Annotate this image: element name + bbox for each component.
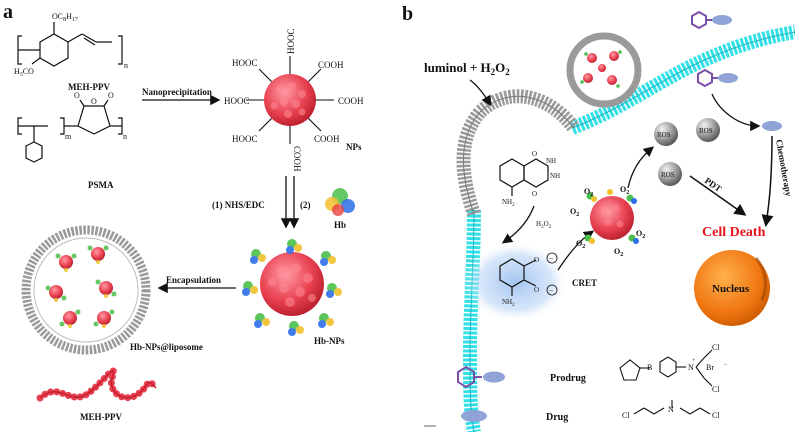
svg-text:COOH: COOH — [292, 146, 302, 172]
ros-generation-arrow — [627, 146, 654, 189]
step2b-label: (2) — [300, 200, 311, 210]
svg-text:−: − — [549, 254, 554, 263]
svg-text:Cl: Cl — [712, 385, 720, 394]
legend-prodrug-icon — [457, 365, 505, 389]
hb-nps-label: Hb-NPs — [314, 336, 345, 346]
svg-text:O2: O2 — [570, 207, 579, 218]
svg-text:ROS: ROS — [699, 127, 713, 135]
pdt-arrow — [689, 175, 747, 216]
encapsulation-label: Encapsulation — [166, 275, 221, 285]
nucleus-label: Nucleus — [712, 283, 750, 295]
np-cooh — [246, 56, 334, 144]
hb-label: Hb — [334, 220, 346, 230]
svg-text:HOOC: HOOC — [232, 58, 258, 68]
luminol-molecule — [499, 158, 549, 196]
prodrug-icon-top — [691, 10, 732, 30]
svg-text:O2: O2 — [576, 239, 585, 250]
svg-text:H3CO: H3CO — [14, 67, 34, 78]
svg-text:N: N — [688, 363, 694, 372]
h2o2-arrow — [501, 205, 535, 244]
prodrug-icon-membrane — [697, 68, 738, 88]
svg-text:HOOC: HOOC — [286, 28, 296, 54]
np-sphere — [264, 74, 316, 126]
nps-label: NPs — [346, 142, 362, 152]
svg-text:O: O — [532, 190, 537, 198]
drug-icon-released — [762, 121, 782, 131]
svg-text:O: O — [108, 91, 114, 100]
svg-text:Br: Br — [706, 363, 714, 372]
svg-text:COOH: COOH — [318, 60, 344, 70]
small-liposome — [566, 32, 642, 108]
legend-prodrug-label: Prodrug — [550, 373, 586, 384]
svg-text:N: N — [668, 405, 674, 414]
svg-text:O2: O2 — [636, 229, 645, 240]
meh-ppv-structure — [17, 22, 123, 67]
panel-a-letter: a — [3, 1, 13, 23]
svg-text:n: n — [124, 61, 128, 70]
cell-death-label: Cell Death — [702, 225, 766, 240]
nhs-edc-label: (1) NHS/EDC — [212, 200, 265, 210]
svg-text:OC8H17: OC8H17 — [52, 12, 78, 23]
cret-label: CRET — [572, 278, 597, 288]
svg-text:NH2: NH2 — [502, 298, 515, 308]
svg-text:Cl: Cl — [712, 343, 720, 352]
meh-ppv-label: MEH-PPV — [68, 82, 110, 92]
svg-text:Cl: Cl — [712, 411, 720, 420]
svg-text:O: O — [74, 91, 80, 100]
activation-arrow — [711, 93, 761, 132]
svg-text:HOOC: HOOC — [224, 96, 250, 106]
svg-text:HOOC: HOOC — [232, 134, 258, 144]
ros-spheres — [654, 118, 720, 186]
svg-text:O: O — [534, 256, 539, 264]
nanoprecipitation-label: Nanoprecipitation — [142, 87, 212, 97]
chemiluminescence-glow — [464, 242, 568, 322]
svg-text:O: O — [532, 150, 537, 158]
hb-protein-icon — [325, 188, 355, 216]
svg-text:O2: O2 — [614, 247, 623, 258]
svg-text:B: B — [647, 363, 652, 372]
svg-text:−: − — [724, 362, 728, 368]
aminophthalate-molecule — [499, 258, 537, 296]
svg-text:NH: NH — [546, 157, 556, 165]
luminol-arrow — [469, 79, 492, 107]
svg-text:O: O — [534, 286, 539, 294]
hb-nps-liposome-label: Hb-NPs@liposome — [130, 342, 203, 352]
svg-text:ROS: ROS — [657, 131, 671, 139]
svg-text:O: O — [91, 97, 97, 106]
psma-label: PSMA — [88, 180, 114, 190]
legend-drug-label: Drug — [546, 412, 568, 423]
svg-text:+: + — [692, 358, 696, 364]
svg-text:O2: O2 — [584, 187, 593, 198]
svg-text:NH: NH — [550, 172, 560, 180]
hb-np — [242, 239, 342, 336]
svg-text:Cl: Cl — [622, 411, 630, 420]
svg-text:m: m — [65, 132, 72, 141]
prodrug-structure — [619, 349, 713, 387]
drug-structure — [633, 400, 711, 415]
legend-drug-icon — [461, 410, 487, 422]
svg-text:n: n — [123, 132, 127, 141]
svg-text:COOH: COOH — [338, 96, 364, 106]
cret-arrow — [557, 230, 595, 271]
svg-text:O2: O2 — [620, 185, 629, 196]
svg-text:COOH: COOH — [314, 134, 340, 144]
svg-text:ROS: ROS — [661, 171, 675, 179]
chemotherapy-arrow — [761, 135, 774, 227]
intracellular-hb-np — [584, 189, 639, 244]
psma-structure — [17, 99, 123, 163]
svg-text:−: − — [549, 286, 554, 295]
h2o2-label: H2O2 — [536, 220, 552, 230]
svg-text:NH2: NH2 — [502, 198, 515, 208]
meh-ppv-chain-label: MEH-PPV — [80, 412, 122, 422]
hb-np-liposome — [21, 225, 151, 355]
panel-b-letter: b — [402, 3, 413, 25]
nucleus — [694, 250, 770, 326]
luminol-h2o2-label: luminol + H2O2 — [424, 60, 510, 77]
